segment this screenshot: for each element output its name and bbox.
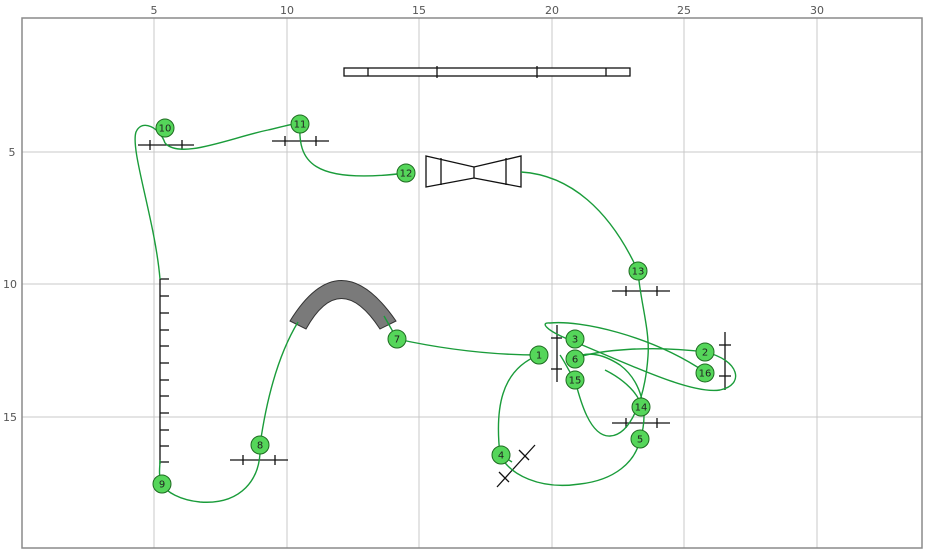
jump-obstacle bbox=[496, 444, 536, 488]
marker-4[interactable]: 4 bbox=[491, 445, 511, 465]
marker-label: 11 bbox=[294, 120, 307, 131]
course-path-segment bbox=[134, 124, 166, 280]
marker-9[interactable]: 9 bbox=[152, 474, 172, 494]
marker-label: 4 bbox=[498, 451, 504, 462]
x-tick-labels: 5 10 15 20 25 30 bbox=[151, 4, 825, 17]
course-path-segment bbox=[259, 321, 299, 446]
marker-15[interactable]: 15 bbox=[565, 370, 585, 390]
course-path-segment bbox=[396, 338, 540, 356]
marker-6[interactable]: 6 bbox=[565, 349, 585, 369]
marker-2[interactable]: 2 bbox=[695, 342, 715, 362]
weave-poles-obstacle bbox=[159, 278, 169, 464]
marker-label: 9 bbox=[159, 480, 165, 491]
dog-walk-obstacle bbox=[343, 66, 631, 78]
course-path-segment bbox=[520, 171, 639, 272]
course-path-segment bbox=[161, 444, 261, 503]
grid bbox=[22, 18, 922, 548]
bowtie-obstacle bbox=[425, 155, 522, 188]
y-tick-label: 10 bbox=[3, 278, 17, 291]
markers: 1 2 3 4 5 6 7 8 bbox=[152, 114, 715, 494]
x-tick-label: 30 bbox=[810, 4, 824, 17]
x-tick-label: 15 bbox=[412, 4, 426, 17]
tunnel-obstacle bbox=[289, 280, 397, 330]
marker-label: 3 bbox=[572, 335, 578, 346]
marker-label: 2 bbox=[702, 348, 708, 359]
jump-obstacle bbox=[612, 418, 670, 428]
marker-12[interactable]: 12 bbox=[396, 163, 416, 183]
course-path-segment bbox=[574, 347, 706, 359]
obstacles bbox=[138, 66, 731, 488]
course-path-segment bbox=[299, 123, 407, 177]
marker-label: 15 bbox=[569, 376, 582, 387]
marker-16[interactable]: 16 bbox=[695, 363, 715, 383]
marker-label: 6 bbox=[572, 355, 578, 366]
marker-1[interactable]: 1 bbox=[529, 345, 549, 365]
marker-label: 13 bbox=[632, 267, 645, 278]
y-tick-label: 5 bbox=[9, 146, 16, 159]
marker-label: 12 bbox=[400, 169, 413, 180]
marker-13[interactable]: 13 bbox=[628, 261, 648, 281]
marker-8[interactable]: 8 bbox=[250, 435, 270, 455]
marker-5[interactable]: 5 bbox=[630, 429, 650, 449]
marker-11[interactable]: 11 bbox=[290, 114, 310, 134]
marker-label: 8 bbox=[257, 441, 263, 452]
x-tick-label: 10 bbox=[280, 4, 294, 17]
course-path-segment bbox=[497, 354, 641, 486]
marker-label: 14 bbox=[635, 403, 648, 414]
marker-14[interactable]: 14 bbox=[631, 397, 651, 417]
x-tick-label: 5 bbox=[151, 4, 158, 17]
marker-7[interactable]: 7 bbox=[387, 329, 407, 349]
marker-10[interactable]: 10 bbox=[155, 118, 175, 138]
y-tick-labels: 5 10 15 bbox=[3, 146, 17, 424]
marker-label: 16 bbox=[699, 369, 712, 380]
x-tick-label: 20 bbox=[545, 4, 559, 17]
marker-label: 5 bbox=[637, 435, 643, 446]
marker-3[interactable]: 3 bbox=[565, 329, 585, 349]
arena-border bbox=[21, 17, 923, 549]
marker-label: 7 bbox=[394, 335, 400, 346]
marker-label: 10 bbox=[159, 124, 172, 135]
marker-label: 1 bbox=[536, 351, 542, 362]
y-tick-label: 15 bbox=[3, 411, 17, 424]
x-tick-label: 25 bbox=[677, 4, 691, 17]
jump-obstacle bbox=[138, 140, 194, 150]
